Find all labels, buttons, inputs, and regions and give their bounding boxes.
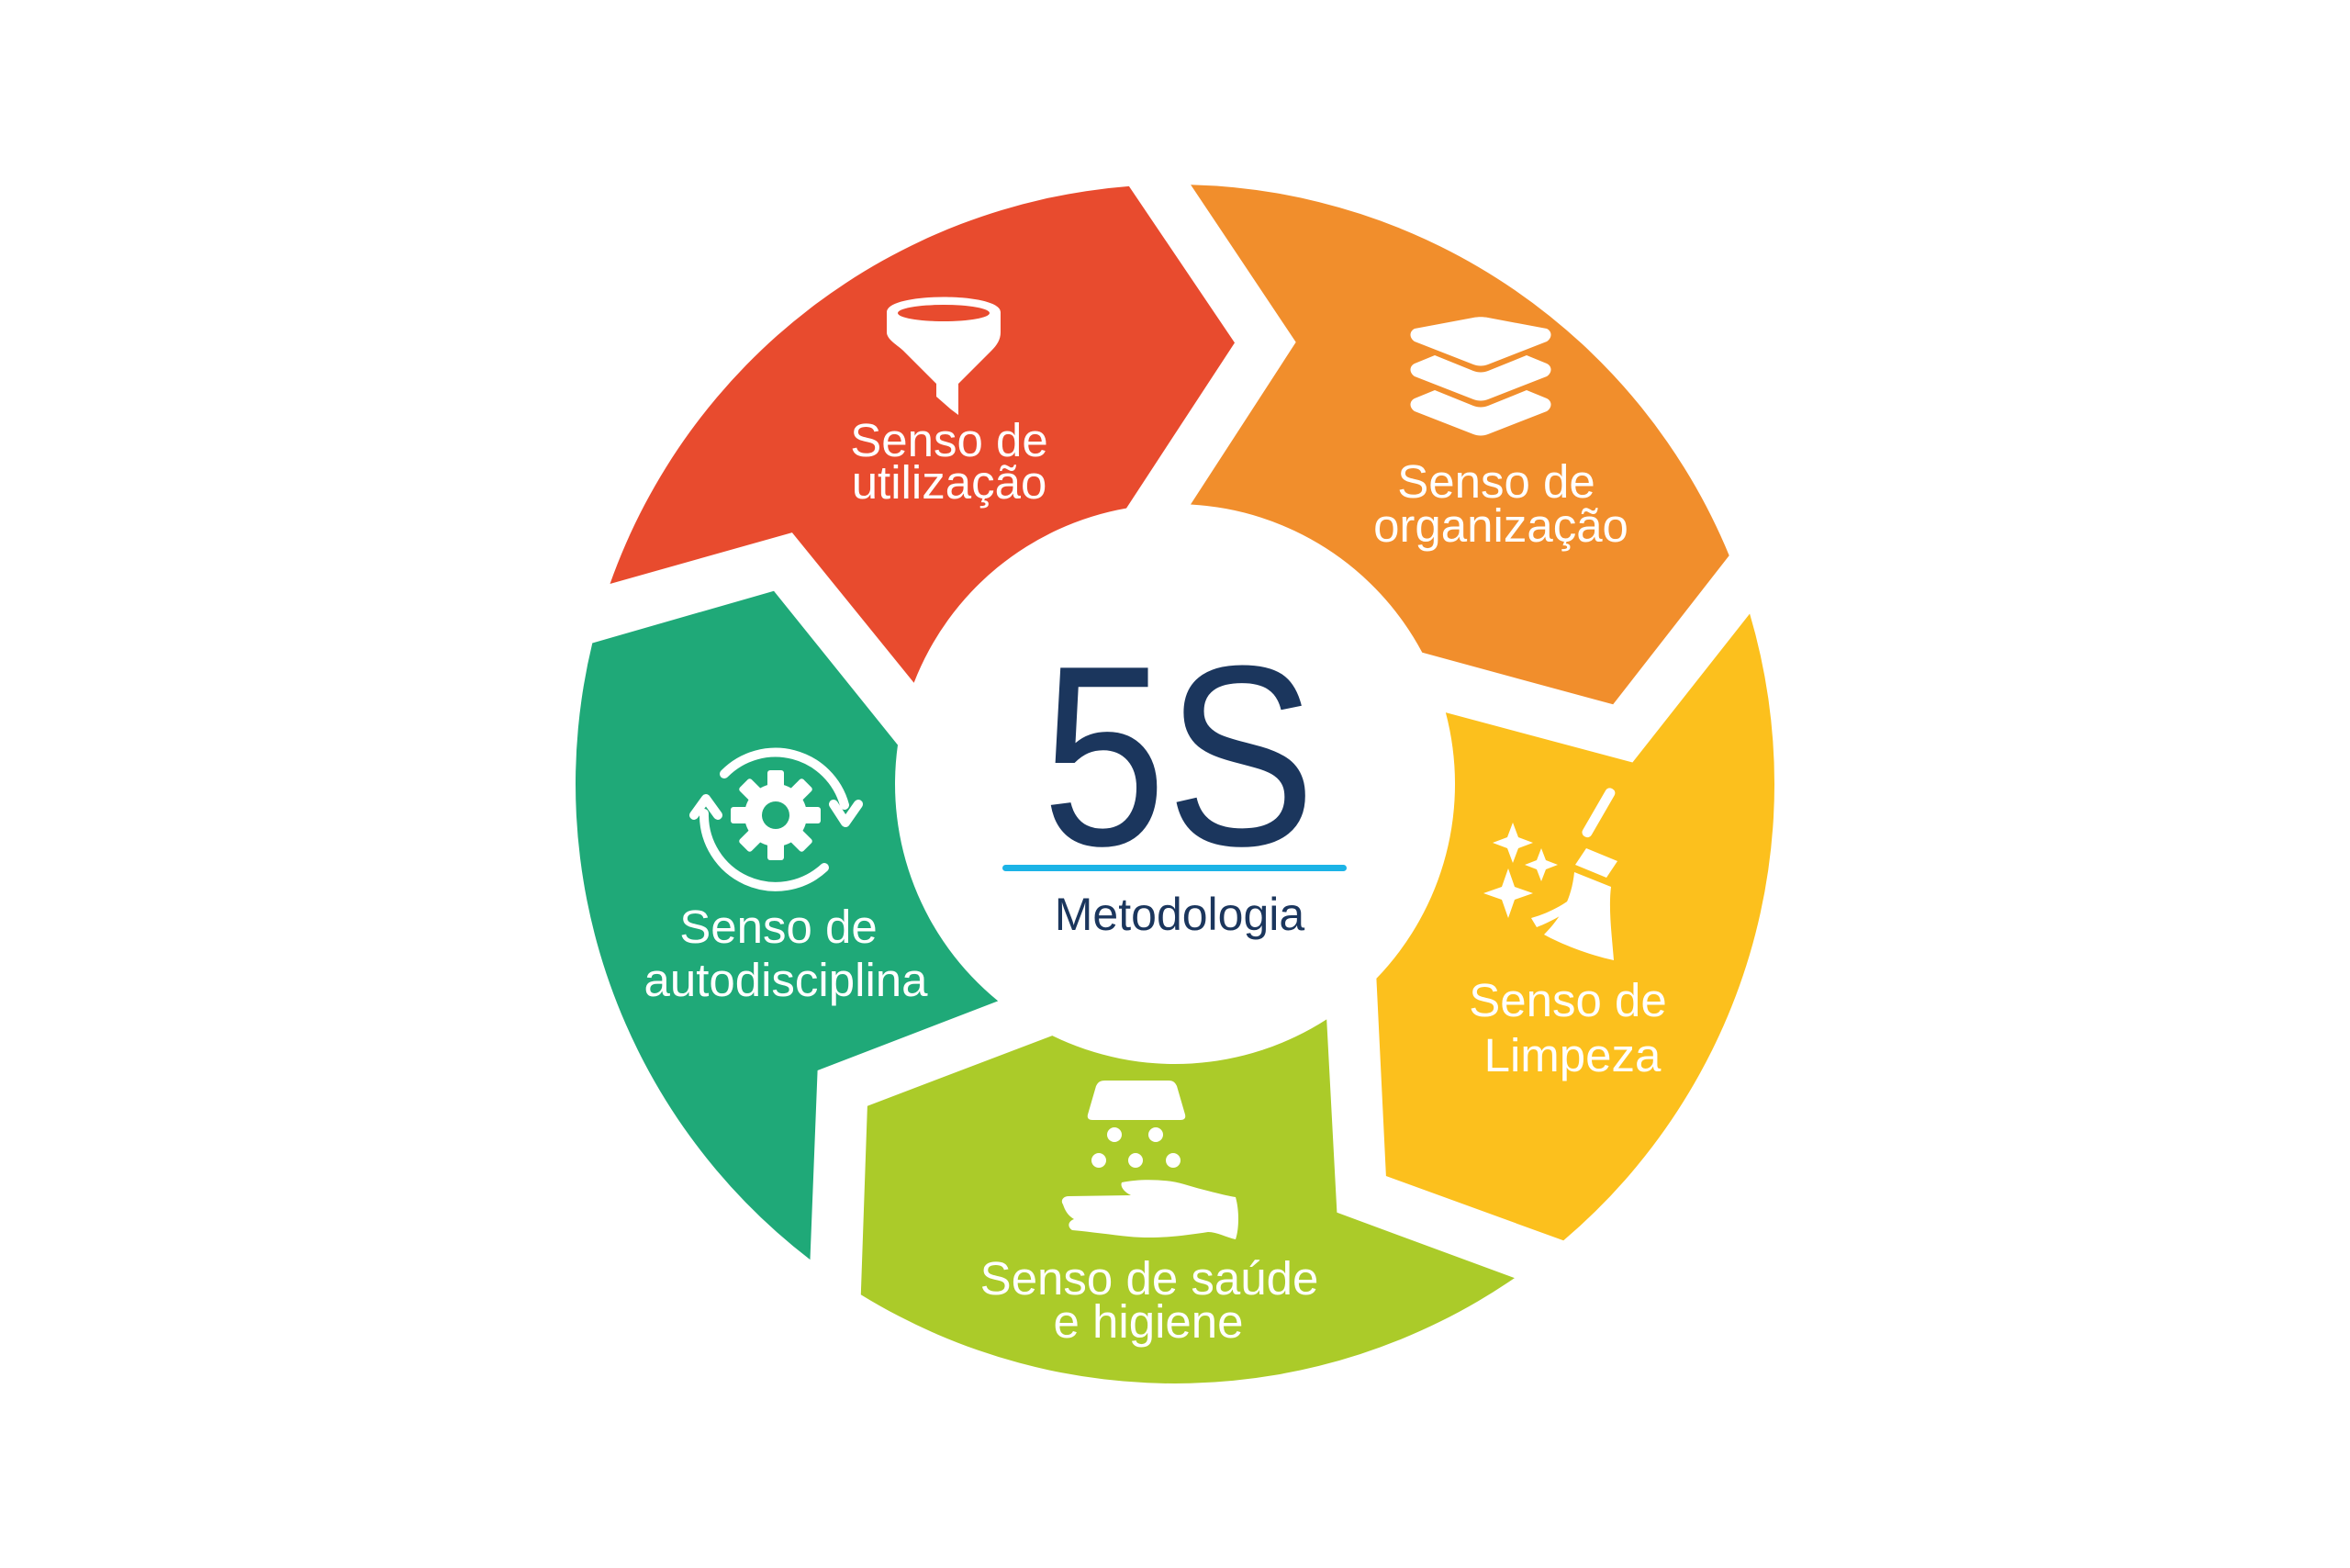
segment-label-line2: autodisciplina (643, 954, 928, 1006)
center-subtitle: Metodologia (1055, 889, 1305, 940)
center-circle (901, 510, 1452, 1061)
hand-wash-icon (1061, 1081, 1238, 1239)
segment-saude-higiene: Senso de saúde e higiene (860, 1019, 1515, 1384)
segment-label-line1: Senso de (1397, 455, 1595, 508)
center-divider (1002, 865, 1347, 871)
segment-label-line1: Senso de (850, 414, 1048, 466)
broom-sparkle-icon (1483, 788, 1617, 960)
segment-limpeza: Senso de Limpeza (1376, 613, 1775, 1241)
segment-label-line2: e higiene (1053, 1295, 1243, 1348)
center-hub: 5S Metodologia (901, 510, 1452, 1061)
segment-autodisciplina: Senso de autodisciplina (575, 590, 999, 1260)
segment-label-line2: Limpeza (1484, 1029, 1662, 1081)
segment-shape-organizacao (1191, 185, 1729, 705)
segment-shape-autodisciplina (575, 590, 999, 1260)
segment-label-line1: Senso de (679, 901, 878, 953)
segment-label-line2: utilização (852, 456, 1047, 509)
funnel-icon (887, 297, 1001, 415)
segment-organizacao: Senso de organização (1191, 185, 1729, 705)
layers-icon (1410, 317, 1551, 436)
segment-shape-utilizacao (610, 185, 1235, 683)
center-title: 5S (1042, 613, 1315, 900)
segment-label-line1: Senso de (1469, 974, 1667, 1026)
segment-label-line1: Senso de saúde (980, 1252, 1319, 1305)
gear-cycle-icon (689, 747, 863, 891)
segment-utilizacao: Senso de utilização (610, 185, 1235, 683)
segment-label-line2: organização (1373, 499, 1628, 552)
